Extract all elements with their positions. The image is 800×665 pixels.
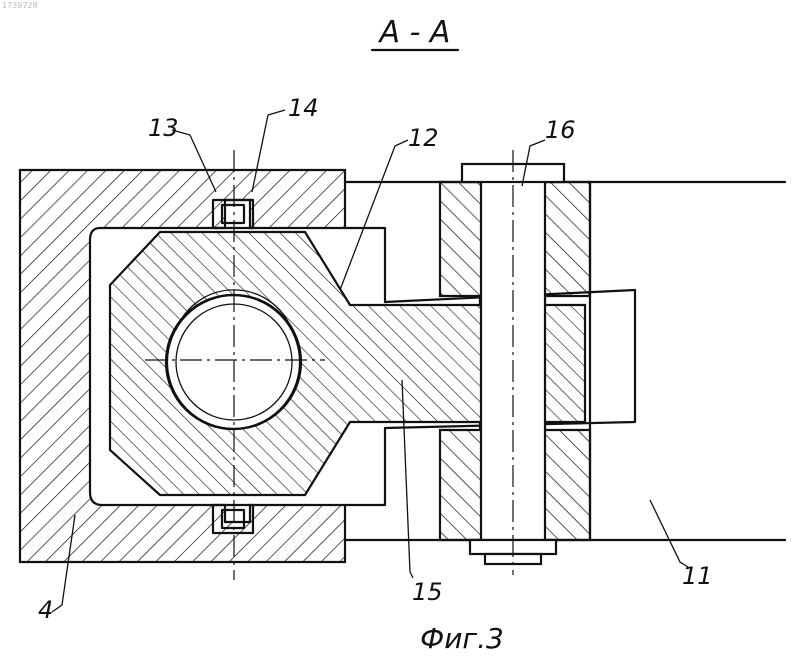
leader-11 <box>650 500 688 567</box>
section-title: А - А <box>378 15 451 50</box>
callout-15: 15 <box>412 578 443 606</box>
corner-mark: 1739728 <box>2 1 38 10</box>
callout-4: 4 <box>38 596 53 624</box>
callout-16: 16 <box>545 116 576 144</box>
callout-12: 12 <box>408 124 439 152</box>
housing-body <box>20 170 345 562</box>
leader-12 <box>340 140 408 290</box>
figure-caption: Фиг.3 <box>420 622 504 655</box>
callout-14: 14 <box>288 94 319 122</box>
callout-13: 13 <box>148 114 179 142</box>
callout-11: 11 <box>682 562 713 590</box>
